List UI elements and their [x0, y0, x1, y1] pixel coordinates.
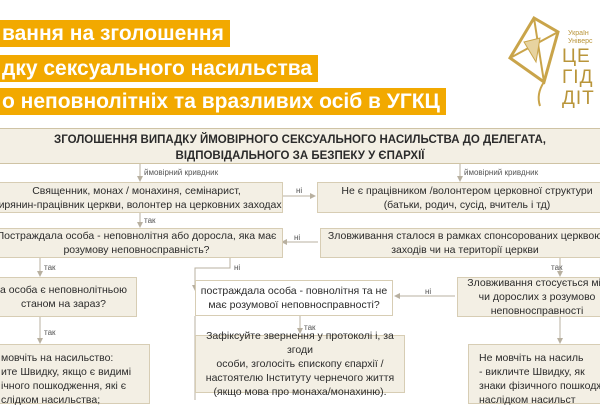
box-concerns-minors: Зловживання стосується мін чи дорослих з …	[457, 277, 600, 317]
box-record-line-2: особи, зголосіть єпископу єпархії /	[216, 358, 384, 370]
box-victim-minor: Постраждала особа - неповнолітня або дор…	[0, 228, 283, 258]
logo-sub-line-1: Україн	[568, 30, 589, 37]
header-line-2: ВІДПОВІДАЛЬНОГО ЗА БЕЗПЕКУ У ЄПАРХІЇ	[175, 150, 425, 162]
box-clergy: Священник, монах / монахиня, семінарист,…	[0, 182, 283, 213]
box-adult-victim-line-2: має розумової неповносправності?	[208, 299, 380, 311]
box-concerns-minors-line-3: неповносправності	[490, 305, 584, 317]
box-left-bottom-line-4: слідком насильства;	[1, 394, 101, 406]
header-line-1: ЗГОЛОШЕННЯ ВИПАДКУ ЙМОВІРНОГО СЕКСУАЛЬНО…	[54, 134, 546, 146]
box-right-bottom: Не мовчіть на насиль - викличте Швидку, я…	[468, 344, 600, 406]
box-right-bottom-line-2: - викличте Швидку, як	[479, 366, 585, 378]
box-left-bottom-line-2: ите Швидку, якщо є видимі	[1, 366, 132, 378]
label-yes-4: так	[304, 323, 316, 332]
box-clergy-line-1: Священник, монах / монахиня, семінарист,	[32, 184, 241, 197]
logo: Україн Універс ЦЕ ГІД ДІТ	[500, 12, 600, 112]
box-adult-victim-line-1: постраждала особа - повнолітня та не	[200, 285, 388, 297]
logo-line-2: ГІД	[562, 67, 594, 88]
box-adult-victim: постраждала особа - повнолітня та не має …	[195, 280, 393, 316]
diagram-header: ЗГОЛОШЕННЯ ВИПАДКУ ЙМОВІРНОГО СЕКСУАЛЬНО…	[0, 128, 600, 164]
box-left-bottom-line-3: ічного пошкодження, які є	[1, 380, 127, 392]
box-record-line-4: (якщо мова про монаха/монахиню).	[213, 386, 387, 398]
box-left-bottom: мовчіть на насильство: ите Швидку, якщо є…	[0, 344, 150, 406]
box-church-events-line-1: Зловживання сталося в рамках спонсорован…	[327, 230, 600, 242]
title-line-2: дку сексуального насильства	[0, 55, 319, 82]
title-line-1: вання на зголошення	[0, 20, 230, 47]
box-concerns-minors-line-2: чи дорослих з розумово	[478, 291, 596, 303]
title-line-3: о неповнолітніх та вразливих осіб в УГКЦ	[0, 88, 446, 115]
box-clergy-line-2: мирянин-працівник церкви, волонтер на це…	[0, 198, 282, 211]
logo-line-3: ДІТ	[562, 88, 595, 109]
box-left-mid-line-2: станом на зараз?	[21, 298, 106, 310]
box-not-worker-line-1: Не є працівником /волонтером церковної с…	[341, 184, 593, 197]
box-right-bottom-line-4: наслідком насильст	[479, 394, 576, 406]
box-record-line-1: Зафіксуйте звернення у протоколі і, за з…	[206, 330, 394, 356]
label-offender-right: ймовірний кривдник	[464, 168, 539, 177]
box-left-mid-line-1: а особа є неповнолітньою	[0, 284, 127, 296]
box-church-events-line-2: заходів чи на території церкви	[391, 244, 539, 256]
box-not-worker: Не є працівником /волонтером церковної с…	[317, 182, 600, 213]
box-church-events: Зловживання сталося в рамках спонсорован…	[320, 228, 600, 258]
label-yes-3: так	[551, 263, 563, 272]
box-right-bottom-line-3: знаки фізичного пошкодж	[479, 380, 600, 392]
label-yes-5: так	[44, 328, 56, 337]
logo-line-1: ЦЕ	[562, 46, 591, 67]
logo-sub-line-2: Універс	[568, 38, 593, 45]
box-victim-minor-line-1: Постраждала особа - неповнолітня або дор…	[0, 230, 277, 242]
box-victim-minor-line-2: розумову неповносправність?	[63, 244, 210, 256]
box-left-mid: а особа є неповнолітньою станом на зараз?	[0, 277, 137, 317]
label-no-3: ні	[234, 263, 241, 272]
box-concerns-minors-line-1: Зловживання стосується мін	[467, 277, 600, 289]
box-record: Зафіксуйте звернення у протоколі і, за з…	[195, 330, 405, 398]
label-no-4: ні	[425, 287, 432, 296]
label-yes-1: так	[144, 216, 156, 225]
label-offender-left: ймовірний кривдник	[144, 168, 219, 177]
label-no-2: ні	[294, 233, 301, 242]
box-record-line-3: настоятелю Інституту чернечого життя	[205, 372, 395, 384]
box-right-bottom-line-1: Не мовчіть на насиль	[479, 352, 584, 364]
kite-logo-icon	[507, 15, 560, 107]
label-no-1: ні	[296, 186, 303, 195]
box-left-bottom-line-1: мовчіть на насильство:	[1, 352, 114, 364]
label-yes-2: так	[44, 263, 56, 272]
box-not-worker-line-2: (батьки, родич, сусід, вчитель і тд)	[383, 198, 551, 211]
